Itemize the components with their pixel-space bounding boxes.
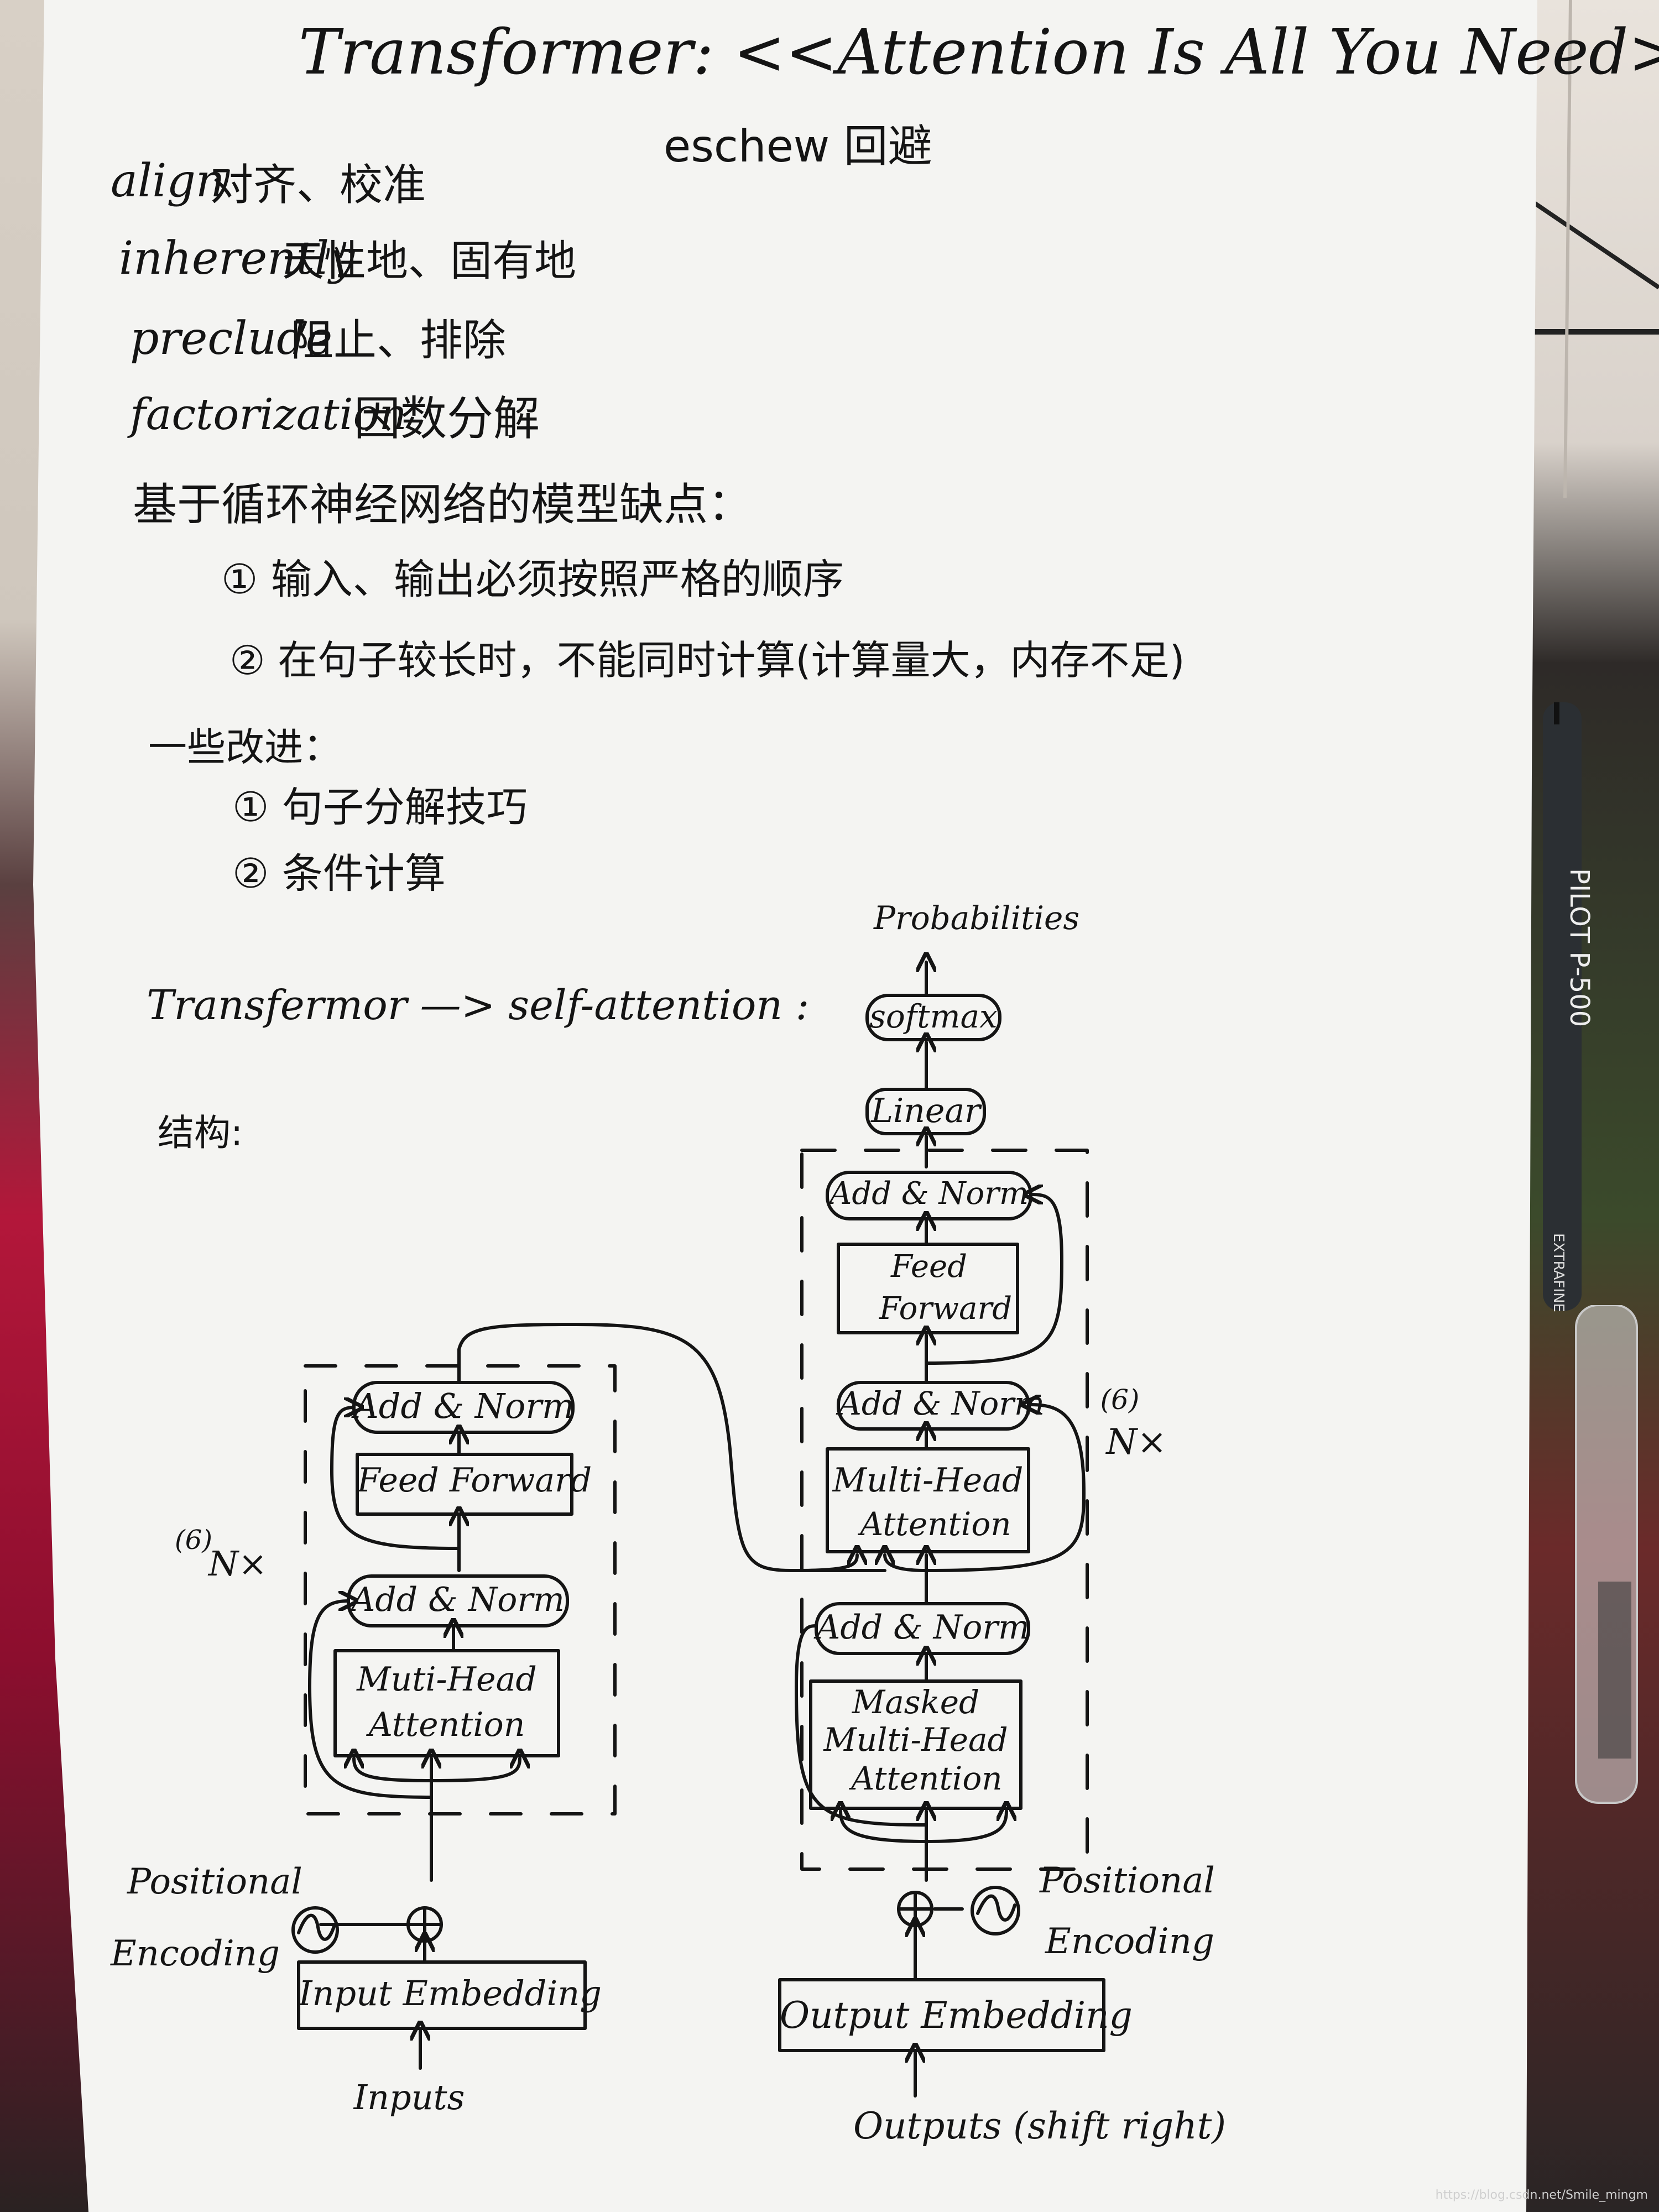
dec-add-norm-mid-label: Add & Norm [838,1385,1045,1422]
vocab-meaning-1: 对齐、校准 [210,160,426,210]
encoder-decoder-connection [457,1323,886,1572]
enc-add-norm-top-label: Add & Norm [354,1386,575,1426]
dec-nx-label: N× [1106,1422,1167,1463]
notebook-paper [22,0,1548,2212]
enc-mha-label-1: Muti-Head [357,1660,537,1699]
rnn-point-1: ① 输入、输出必须按照严格的顺序 [221,556,844,603]
structure-label: 结构: [158,1112,243,1154]
outputs-label: Outputs (shift right) [853,2105,1227,2147]
vocab-word-3: preclude [130,312,333,365]
improve-point-1: ① 句子分解技巧 [232,784,528,831]
linear-label: Linear [871,1092,980,1130]
enc-nx-label: N× [208,1543,268,1584]
dec-mha-label-1: Multi-Head [832,1461,1024,1500]
enc-mha-label-2: Attention [368,1705,525,1744]
enc-pos-enc-label-1: Positional [127,1861,302,1902]
eschew-note: eschew 回避 [664,121,932,172]
transformer-line: Transfermor —> self-attention : [147,982,810,1029]
input-embedding-box [297,1960,587,2030]
paper-drawing [33,0,1537,2212]
dec-masked-label-2: Multi-Head [823,1721,1008,1759]
rnn-heading: 基于循环神经网络的模型缺点： [133,479,752,530]
dec-masked-label-3: Attention [851,1760,1003,1797]
output-embedding-label: Output Embedding [780,1994,1133,2037]
dec-pos-wave-circle [971,1886,1020,1936]
vocab-meaning-2: 天性地、固有地 [282,236,576,285]
dec-add-norm-top-label: Add & Norm [829,1176,1029,1212]
watermark-url: https://blog.csdn.net/Smile_mingm [1435,2188,1648,2202]
paper-sheet [33,0,1537,2212]
inputs-label: Inputs [353,2077,465,2117]
improve-point-2: ② 条件计算 [232,850,446,898]
page-title: Transformer: <<Attention Is All You Need… [299,17,1659,88]
input-embedding-label: Input Embedding [299,1973,602,2013]
improve-heading: 一些改进： [148,724,342,770]
enc-nx-count: (6) [175,1525,212,1556]
dec-feed-label: Feed [891,1249,967,1285]
dec-add-norm-low-label: Add & Norm [816,1608,1030,1647]
vocab-meaning-4: 因数分解 [354,392,540,446]
enc-pos-enc-label-2: Encoding [111,1933,280,1974]
decoder-stack-dashed [800,1149,1089,1871]
vocab-word-1: align [111,155,225,207]
enc-pos-wave-circle [291,1906,339,1954]
pen-clip-transparent [1575,1305,1638,1804]
vocab-word-4: factorization [130,390,407,440]
enc-add-norm-low-label: Add & Norm [351,1580,565,1619]
encoder-stack-dashed [304,1364,617,1815]
pen-sub-text: EXTRAFINE [1550,1233,1567,1312]
dec-pos-enc-label-2: Encoding [1045,1921,1214,1962]
probabilities-label: Probabilities [874,899,1080,937]
dec-nx-count: (6) [1100,1384,1140,1416]
dec-pos-enc-label-1: Positional [1040,1860,1215,1901]
enc-feed-forward-label: Feed Forward [357,1461,592,1500]
vocab-word-2: inherently [119,232,355,285]
softmax-label: softmax [869,998,998,1035]
dec-masked-mha-box [809,1679,1022,1810]
dec-forward-label: Forward [879,1291,1013,1327]
pen-brand-text: PILOT P-500 [1564,868,1593,1027]
vocab-meaning-3: 阻止、排除 [290,316,507,366]
enc-mha-box [333,1649,560,1757]
dec-mha-label-2: Attention [860,1505,1011,1543]
dec-masked-label-1: Masked [852,1683,980,1721]
output-embedding-box [778,1978,1105,2052]
rnn-point-2: ② 在句子较长时，不能同时计算(计算量大，内存不足) [229,637,1185,684]
pilot-pen: PILOT P-500 EXTRAFINE [1543,702,1593,1312]
